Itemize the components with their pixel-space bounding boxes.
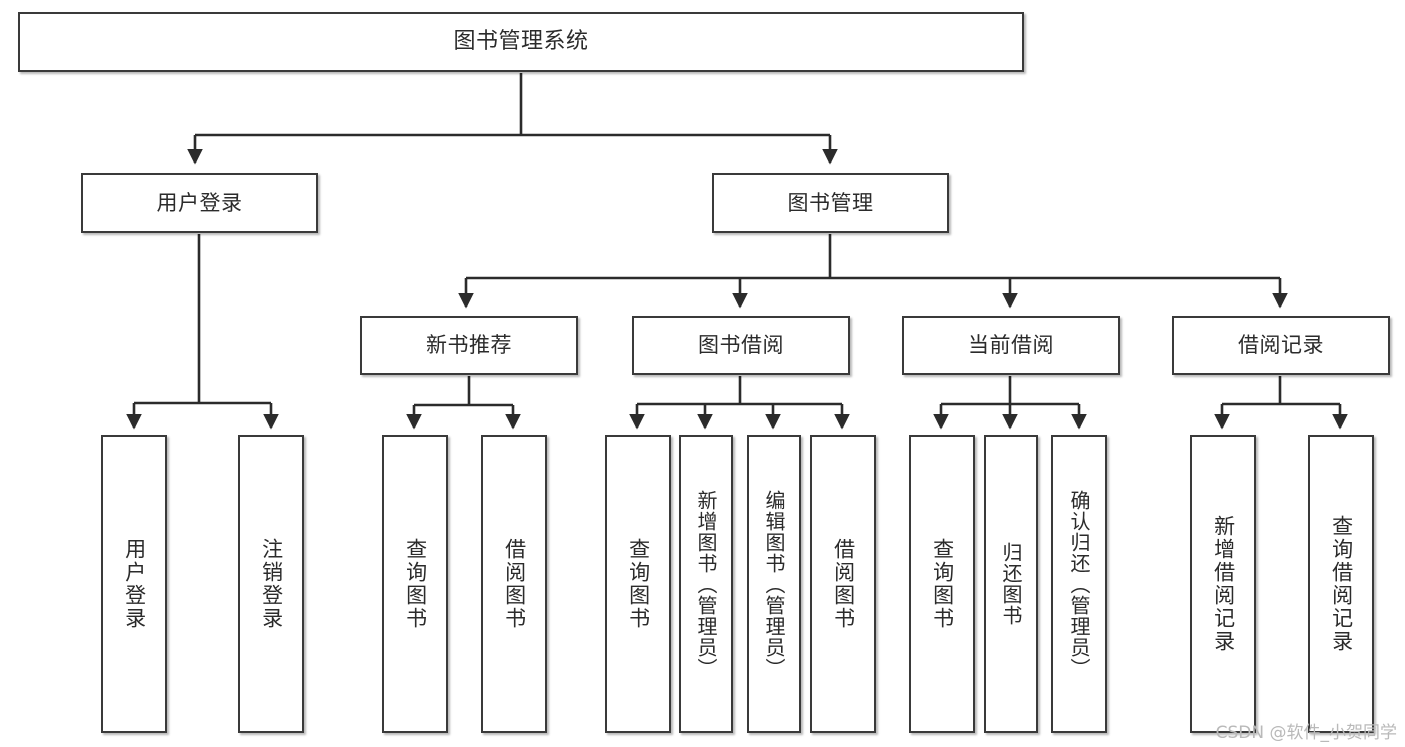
node-leaf-return-book[interactable]: 归还图书: [984, 435, 1038, 733]
node-leaf-query-record-label: 查询借阅记录: [1329, 515, 1354, 653]
node-borrow-record[interactable]: 借阅记录: [1172, 316, 1390, 375]
node-current-borrow[interactable]: 当前借阅: [902, 316, 1120, 375]
node-book-borrow[interactable]: 图书借阅: [632, 316, 850, 375]
node-leaf-edit-book-label: 编辑图书（管理员）: [762, 489, 786, 679]
node-user-login-label: 用户登录: [156, 190, 243, 215]
node-leaf-return-book-label: 归还图书: [999, 542, 1023, 626]
node-leaf-query-record[interactable]: 查询借阅记录: [1308, 435, 1374, 733]
node-leaf-confirm-return-label: 确认归还（管理员）: [1067, 489, 1091, 679]
node-leaf-query-book-1[interactable]: 查询图书: [382, 435, 448, 733]
node-leaf-user-login-label: 用户登录: [122, 538, 147, 630]
node-leaf-logout-label: 注销登录: [259, 538, 284, 630]
node-leaf-query-book-1-label: 查询图书: [403, 538, 428, 630]
node-leaf-edit-book[interactable]: 编辑图书（管理员）: [747, 435, 801, 733]
node-leaf-add-book-label: 新增图书（管理员）: [694, 489, 718, 679]
csdn-watermark: CSDN @软件_小贺同学: [1215, 723, 1397, 743]
node-root-label: 图书管理系统: [453, 29, 589, 55]
node-borrow-record-label: 借阅记录: [1238, 333, 1324, 358]
node-leaf-query-book-3-label: 查询图书: [930, 538, 955, 630]
node-leaf-query-book-2-label: 查询图书: [626, 538, 651, 630]
node-new-book-recommend-label: 新书推荐: [426, 333, 512, 358]
node-current-borrow-label: 当前借阅: [968, 333, 1054, 358]
node-leaf-add-book[interactable]: 新增图书（管理员）: [679, 435, 733, 733]
node-leaf-add-record[interactable]: 新增借阅记录: [1190, 435, 1256, 733]
node-book-manage[interactable]: 图书管理: [712, 173, 949, 233]
node-leaf-borrow-book-2[interactable]: 借阅图书: [810, 435, 876, 733]
node-leaf-logout[interactable]: 注销登录: [238, 435, 304, 733]
node-leaf-query-book-3[interactable]: 查询图书: [909, 435, 975, 733]
node-leaf-add-record-label: 新增借阅记录: [1211, 515, 1236, 653]
node-leaf-confirm-return[interactable]: 确认归还（管理员）: [1051, 435, 1107, 733]
node-leaf-borrow-book-1[interactable]: 借阅图书: [481, 435, 547, 733]
node-leaf-user-login[interactable]: 用户登录: [101, 435, 167, 733]
node-book-borrow-label: 图书借阅: [698, 333, 784, 358]
node-book-manage-label: 图书管理: [787, 190, 874, 215]
node-leaf-query-book-2[interactable]: 查询图书: [605, 435, 671, 733]
node-leaf-borrow-book-1-label: 借阅图书: [502, 538, 527, 630]
node-user-login[interactable]: 用户登录: [81, 173, 318, 233]
node-leaf-borrow-book-2-label: 借阅图书: [831, 538, 856, 630]
node-new-book-recommend[interactable]: 新书推荐: [360, 316, 578, 375]
node-root[interactable]: 图书管理系统: [18, 12, 1024, 72]
